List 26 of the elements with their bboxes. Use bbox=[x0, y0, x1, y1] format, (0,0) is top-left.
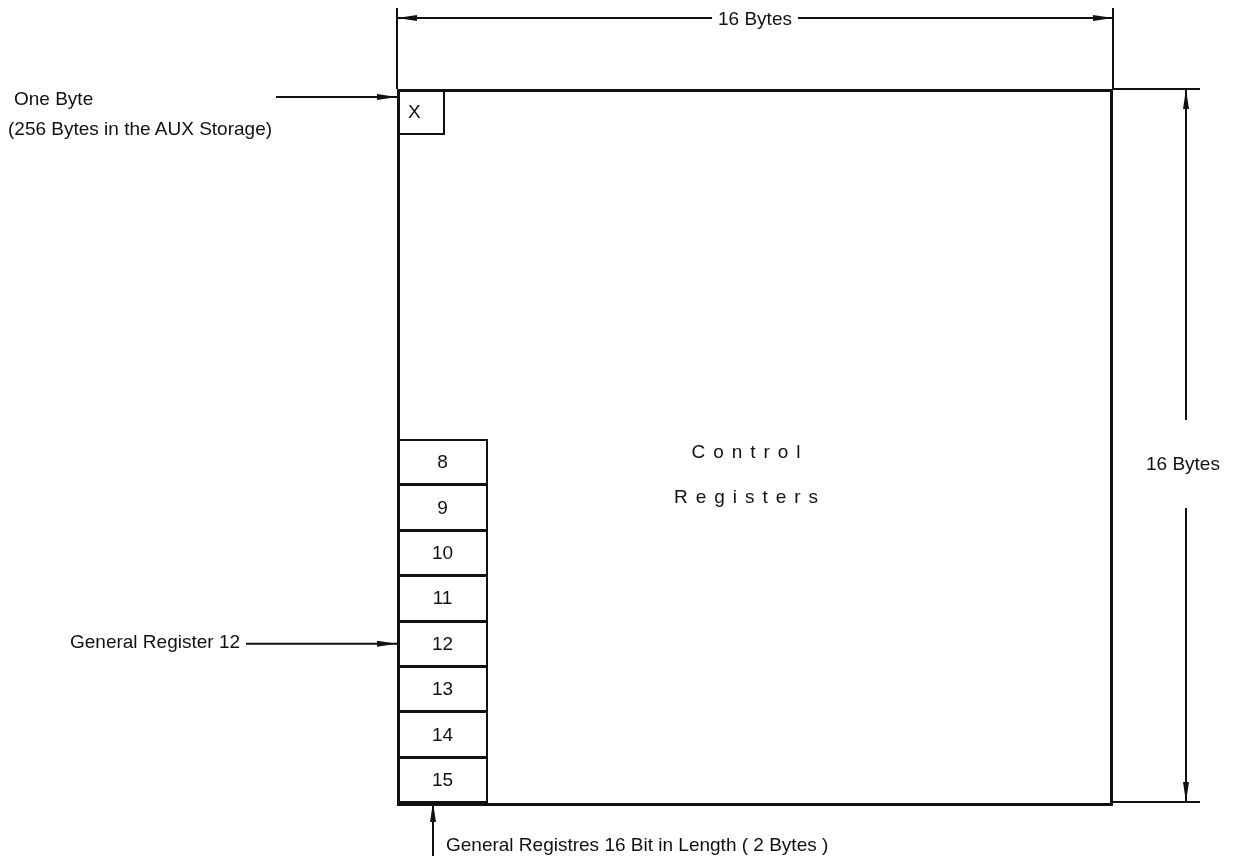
register-cell bbox=[397, 666, 488, 713]
register-number: 11 bbox=[432, 587, 453, 610]
register-cell bbox=[397, 756, 488, 804]
callout-text: General Register 12 bbox=[70, 630, 241, 654]
register-number: 8 bbox=[437, 451, 448, 474]
register-number: 12 bbox=[431, 632, 454, 655]
register-cell bbox=[397, 529, 488, 577]
register-cell bbox=[397, 89, 445, 135]
storage-block bbox=[397, 89, 1113, 806]
register-number: 13 bbox=[431, 678, 454, 701]
arrow bbox=[275, 94, 398, 100]
callout-text: One Byte bbox=[13, 87, 95, 111]
callout-note: (256 Bytes in the AUX Storage) bbox=[8, 117, 273, 141]
callout-text: General Registres 16 Bit in Length ( 2 Bytes ) bbox=[446, 833, 829, 857]
register-cell bbox=[397, 575, 488, 622]
register-number: 9 bbox=[437, 496, 448, 519]
register-number: 14 bbox=[431, 723, 454, 746]
arrow bbox=[245, 640, 398, 647]
register-cell bbox=[397, 484, 488, 531]
register-cell bbox=[397, 711, 488, 758]
register-cell bbox=[397, 620, 488, 667]
register-cell bbox=[397, 439, 488, 486]
block-title: Control Registers bbox=[672, 440, 828, 509]
register-number: 15 bbox=[431, 769, 454, 791]
register-number: 10 bbox=[431, 542, 454, 564]
register-number: X bbox=[408, 101, 421, 123]
